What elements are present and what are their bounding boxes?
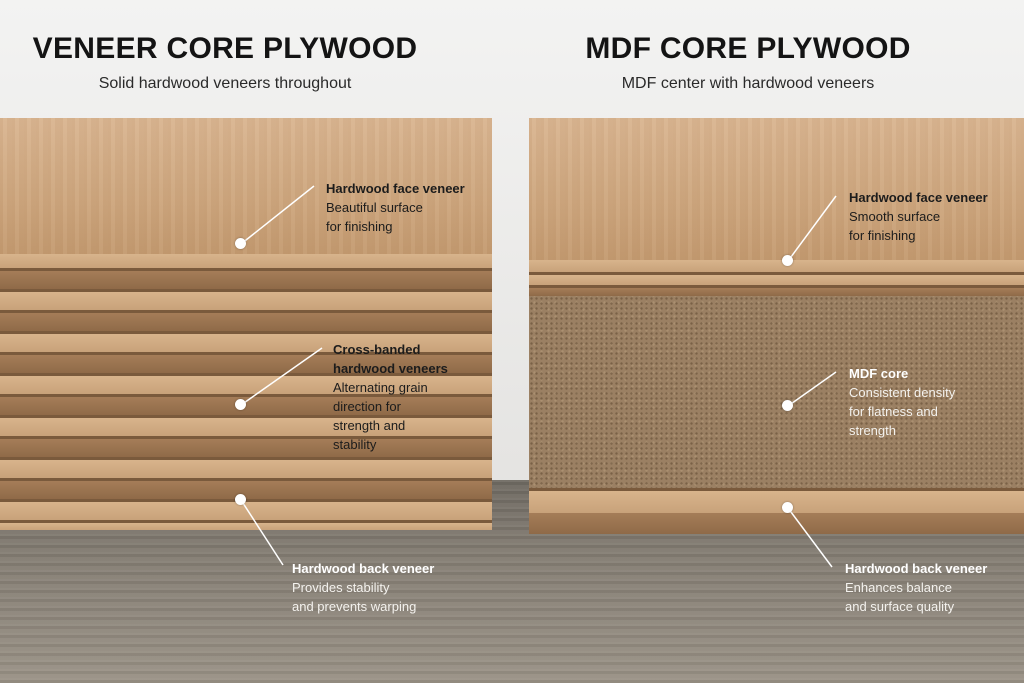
left-ply-layer (0, 502, 492, 520)
callout-line: and prevents warping (292, 597, 434, 616)
callout-title: Hardwood back veneer (845, 559, 987, 578)
right-back-veneer-layer (529, 491, 1024, 513)
callout-title: hardwood veneers (333, 359, 448, 378)
callout-line: for flatness and (849, 402, 955, 421)
callout-line: strength and (333, 416, 448, 435)
left-ply-layer (0, 313, 492, 331)
callout-line: Alternating grain (333, 378, 448, 397)
callout-title: Hardwood face veneer (326, 179, 465, 198)
right-subtitle: MDF center with hardwood veneers (548, 74, 948, 94)
mdf-core-panel (529, 118, 1024, 534)
marker-left-core (235, 399, 246, 410)
left-back-veneer-layer (0, 523, 492, 530)
callout-title: Hardwood face veneer (849, 188, 988, 207)
left-subtitle: Solid hardwood veneers throughout (20, 74, 430, 94)
callout-line: stability (333, 435, 448, 454)
right-face-veneer-layer (529, 260, 1024, 272)
callout-line: direction for (333, 397, 448, 416)
callout-title: Cross-banded (333, 340, 448, 359)
left-ply-layer (0, 271, 492, 289)
callout-line: Smooth surface (849, 207, 988, 226)
left-ply-layer (0, 254, 492, 268)
right-crossband-top (529, 275, 1024, 285)
callout-line: Consistent density (849, 383, 955, 402)
callout-line: Enhances balance (845, 578, 987, 597)
callout-right-core: MDF core Consistent density for flatness… (849, 364, 955, 440)
callout-title: MDF core (849, 364, 955, 383)
callout-right-face: Hardwood face veneer Smooth surface for … (849, 188, 988, 245)
left-ply-layer (0, 481, 492, 499)
callout-line: strength (849, 421, 955, 440)
marker-left-back (235, 494, 246, 505)
callout-left-core: Cross-banded hardwood veneers Alternatin… (333, 340, 448, 454)
right-back-veneer-edge (529, 513, 1024, 534)
callout-line: for finishing (849, 226, 988, 245)
left-ply-layer (0, 292, 492, 310)
marker-right-back (782, 502, 793, 513)
callout-right-back: Hardwood back veneer Enhances balance an… (845, 559, 987, 616)
left-ply-layer (0, 460, 492, 478)
left-title: VENEER CORE PLYWOOD (20, 32, 430, 66)
callout-line: and surface quality (845, 597, 987, 616)
callout-left-back: Hardwood back veneer Provides stability … (292, 559, 434, 616)
marker-left-face (235, 238, 246, 249)
right-title: MDF CORE PLYWOOD (548, 32, 948, 66)
right-heading: MDF CORE PLYWOOD MDF center with hardwoo… (548, 32, 948, 94)
marker-right-face (782, 255, 793, 266)
callout-title: Hardwood back veneer (292, 559, 434, 578)
left-heading: VENEER CORE PLYWOOD Solid hardwood venee… (20, 32, 430, 94)
callout-line: Beautiful surface (326, 198, 465, 217)
callout-left-face: Hardwood face veneer Beautiful surface f… (326, 179, 465, 236)
right-crossband-dark (529, 288, 1024, 296)
callout-line: Provides stability (292, 578, 434, 597)
callout-line: for finishing (326, 217, 465, 236)
marker-right-core (782, 400, 793, 411)
